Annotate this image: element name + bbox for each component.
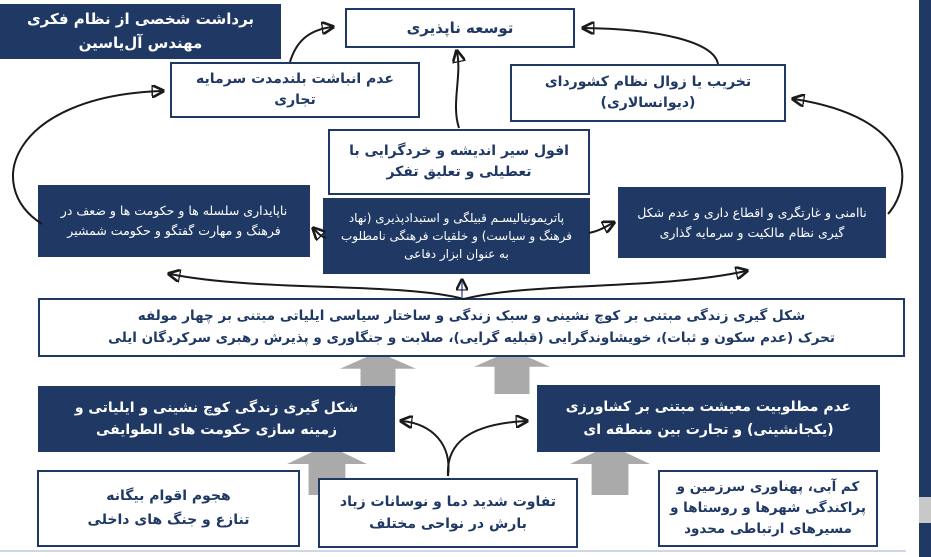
box-text-line: پاتریمونیالیسـم قبیلگی و استبدادپذیری (ن… bbox=[348, 211, 565, 225]
box-text-line: فرهنگ و سیاست) و خلقیات فرهنگی نامطلوب bbox=[340, 229, 573, 243]
box-text-line: به عنوان ابزار دفاعی bbox=[404, 247, 509, 261]
box-bureaucracy-decline: تخریب یا زوال نظام کشوردای (دیوانسالاری) bbox=[510, 64, 786, 122]
box-text-line: (دیوانسالاری) bbox=[600, 95, 696, 111]
box-development-impossibility: توسعه ناپذیری bbox=[345, 8, 575, 48]
box-agriculture-livelihood-undesirability: عدم مطلوبیت معیشت مبتنی بر کشاورزی (یکجا… bbox=[537, 385, 880, 452]
scrollbar-track bbox=[919, 0, 931, 557]
box-text-line: افول سیر اندیشه و خردگرایی با bbox=[349, 143, 569, 159]
box-text-line: عدم انباشت بلندمدت سرمایه bbox=[196, 71, 394, 87]
arrow-bottomgap-to-nomadlife bbox=[402, 421, 450, 477]
gray-up-arrow-bottom-to-livelihood bbox=[570, 445, 650, 495]
box-foreign-invasion-civil-wars: هجوم اقوام بیگانه تنازع و جنگ های داخلی bbox=[37, 470, 300, 547]
box-text-line: کم آبی، پهناوری سرزمین و bbox=[676, 479, 860, 496]
box-text-line: پراکندگی شهرها و روستاها و bbox=[670, 500, 866, 517]
box-text-line: تفاوت شدید دما و نوسانات زیاد bbox=[339, 493, 557, 510]
box-text-line: گیری نظام مالکیت و سرمایه گذاری bbox=[659, 224, 845, 240]
box-text-line: توسعه ناپذیری bbox=[406, 19, 514, 37]
arrow-bottomgap-to-livelihood bbox=[446, 421, 526, 477]
box-text-line: مسیرهای ارتباطی محدود bbox=[684, 520, 852, 537]
box-text-line: تجاری bbox=[274, 92, 316, 108]
box-text-line: شکل گیری زندگی کوچ نشینی و ایلیاتی و bbox=[74, 399, 359, 416]
box-text-line: مهندس آل‌یاسین bbox=[78, 33, 203, 52]
box-thought-rationalism-decline: افول سیر اندیشه و خردگرایی با تعطیلی و ت… bbox=[328, 129, 590, 195]
box-personal-interpretation-title: برداشت شخصی از نظام فکری مهندس آل‌یاسین bbox=[0, 4, 281, 59]
box-text-line: برداشت شخصی از نظام فکری bbox=[26, 10, 255, 29]
box-text-line: (یکجانشینی) و تجارت بین منطقه ای bbox=[583, 421, 834, 438]
arrow-capital-to-development bbox=[289, 27, 332, 63]
box-no-capital-accumulation: عدم انباشت بلندمدت سرمایه تجاری bbox=[170, 62, 420, 118]
box-nomadic-lifestyle-four-components: شکل گیری زندگی مبتنی بر کوچ نشینی و سبک … bbox=[38, 298, 905, 357]
box-dynasty-instability: ناپایداری سلسله ها و حکومت ها و ضعف در ف… bbox=[38, 185, 310, 257]
box-text-line: شکل گیری زندگی مبتنی بر کوچ نشینی و سبک … bbox=[137, 307, 806, 324]
slide-bottom-edge bbox=[0, 550, 906, 552]
scrollbar-thumb[interactable] bbox=[919, 497, 931, 523]
box-text-line: زمینه سازی حکومت های الطوایفی bbox=[95, 422, 338, 438]
box-text-line: عدم مطلوبیت معیشت مبتنی بر کشاورزی bbox=[565, 399, 852, 416]
box-text-line: ناپایداری سلسله ها و حکومت ها و ضعف در bbox=[60, 203, 288, 218]
arrow-bureaucracy-to-development bbox=[584, 28, 719, 65]
box-water-scarcity-dispersion: کم آبی، پهناوری سرزمین و پراکندگی شهرها … bbox=[658, 470, 878, 547]
box-text-line: هجوم اقوام بیگانه bbox=[106, 487, 231, 504]
box-text-line: تنازع و جنگ های داخلی bbox=[87, 511, 250, 528]
arrow-thought-to-development bbox=[456, 52, 459, 129]
arrow-patrimonial-to-insecurity bbox=[588, 223, 613, 234]
arrow-wide-to-insecurity bbox=[463, 271, 746, 300]
box-text-line: تخریب یا زوال نظام کشوردای bbox=[544, 74, 752, 90]
box-text-line: بارش در نواحی مختلف bbox=[369, 516, 527, 532]
box-text-line: تحرک (عدم سکون و ثبات)، خویشاوندگرایی (ق… bbox=[108, 329, 835, 346]
box-nomadic-life-formation: شکل گیری زندگی کوچ نشینی و ایلیاتی و زمی… bbox=[38, 386, 395, 452]
box-text-line: ناامنی و غارتگری و اقطاع داری و عدم شکل bbox=[637, 204, 867, 220]
box-text-line: فرهنگ و مهارت گفتگو و حکومت شمشیر bbox=[67, 223, 281, 238]
box-climate-variation: تفاوت شدید دما و نوسانات زیاد بارش در نو… bbox=[318, 478, 578, 548]
box-insecurity-plunder: ناامنی و غارتگری و اقطاع داری و عدم شکل … bbox=[618, 187, 886, 258]
box-tribal-patrimonialism: پاتریمونیالیسـم قبیلگی و استبدادپذیری (ن… bbox=[323, 198, 590, 274]
box-text-line: تعطیلی و تعلیق تفکر bbox=[386, 164, 532, 180]
arrow-wide-to-dynasty bbox=[170, 274, 465, 300]
